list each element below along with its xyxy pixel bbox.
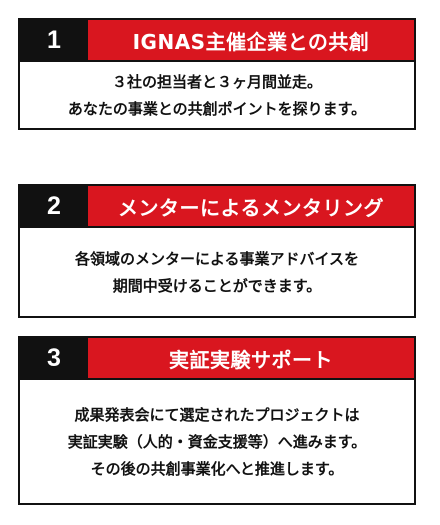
feature-card-1: 1 IGNAS主催企業との共創 ３社の担当者と３ヶ月間並走。 あなたの事業との共… bbox=[18, 18, 416, 130]
description-line: 実証実験（人的・資金支援等）へ進みます。 bbox=[67, 433, 367, 451]
card-header: 1 IGNAS主催企業との共創 bbox=[20, 20, 414, 62]
card-number-badge: 3 bbox=[20, 338, 88, 378]
card-header: 3 実証実験サポート bbox=[20, 338, 414, 380]
card-description: ３社の担当者と３ヶ月間並走。 あなたの事業との共創ポイントを探ります。 bbox=[20, 62, 414, 130]
description-line: 期間中受けることができます。 bbox=[112, 277, 322, 295]
card-title: メンターによるメンタリング bbox=[88, 186, 414, 226]
card-number-badge: 1 bbox=[20, 20, 88, 60]
card-number-badge: 2 bbox=[20, 186, 88, 226]
card-header: 2 メンターによるメンタリング bbox=[20, 186, 414, 228]
description-line: 各領域のメンターによる事業アドバイスを bbox=[74, 250, 360, 268]
feature-card-2: 2 メンターによるメンタリング 各領域のメンターによる事業アドバイスを 期間中受… bbox=[18, 184, 416, 318]
description-line: その後の共創事業化へと推進します。 bbox=[90, 460, 344, 478]
card-title: IGNAS主催企業との共創 bbox=[88, 20, 414, 60]
card-description: 各領域のメンターによる事業アドバイスを 期間中受けることができます。 bbox=[20, 228, 414, 318]
card-title: 実証実験サポート bbox=[88, 338, 414, 378]
card-description: 成果発表会にて選定されたプロジェクトは 実証実験（人的・資金支援等）へ進みます。… bbox=[20, 380, 414, 505]
feature-card-3: 3 実証実験サポート 成果発表会にて選定されたプロジェクトは 実証実験（人的・資… bbox=[18, 336, 416, 505]
description-line: ３社の担当者と３ヶ月間並走。 bbox=[111, 73, 322, 91]
description-line: あなたの事業との共創ポイントを探ります。 bbox=[67, 100, 367, 118]
description-line: 成果発表会にて選定されたプロジェクトは bbox=[74, 406, 360, 424]
